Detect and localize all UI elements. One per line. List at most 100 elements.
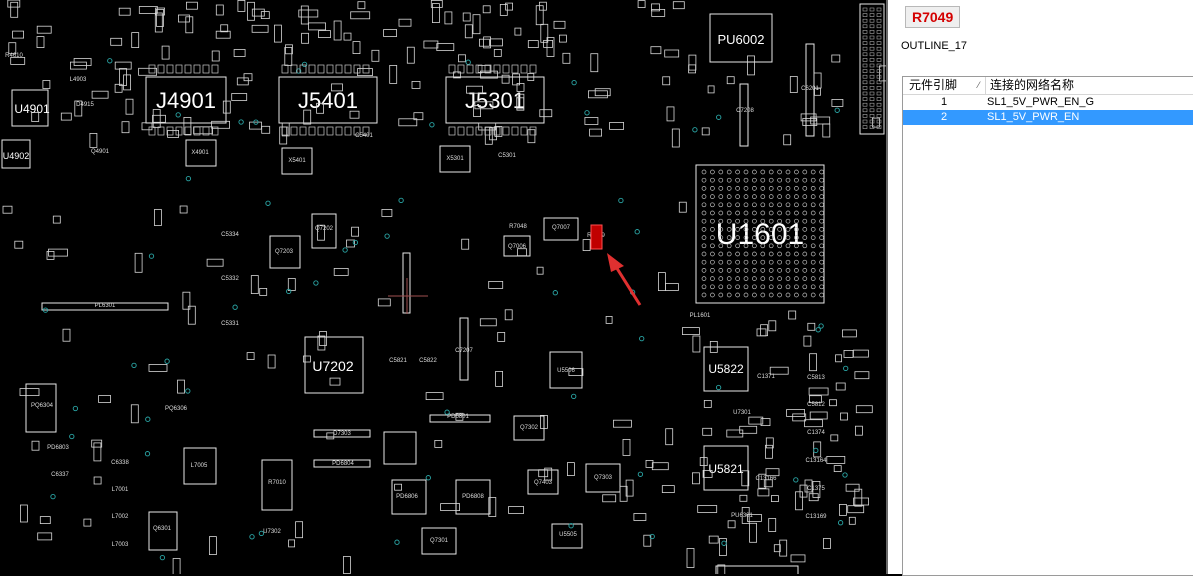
passive-component[interactable] (453, 71, 461, 79)
chip-u4902[interactable] (1, 139, 31, 169)
chip-q7301[interactable] (391, 479, 427, 515)
highlighted-component-r7049[interactable] (590, 224, 603, 250)
passive-component[interactable] (771, 495, 779, 503)
passive-component[interactable] (546, 37, 555, 57)
passive-component[interactable] (790, 554, 806, 563)
passive-component[interactable] (748, 416, 764, 425)
passive-component[interactable] (177, 14, 190, 23)
passive-component[interactable] (464, 24, 473, 39)
passive-component[interactable] (483, 36, 492, 49)
passive-component[interactable] (553, 20, 566, 29)
passive-component[interactable] (131, 32, 140, 48)
passive-component[interactable] (303, 109, 312, 125)
passive-component[interactable] (833, 465, 842, 473)
passive-component[interactable] (650, 46, 662, 55)
passive-component[interactable] (765, 437, 774, 449)
passive-component[interactable] (123, 74, 131, 91)
passive-component[interactable] (121, 121, 130, 134)
passive-component[interactable] (114, 83, 123, 93)
passive-component[interactable] (665, 428, 674, 446)
passive-component[interactable] (843, 349, 854, 358)
passive-component[interactable] (672, 1, 685, 10)
passive-component[interactable] (686, 548, 695, 568)
passive-component[interactable] (540, 414, 548, 429)
passive-component[interactable] (187, 305, 196, 325)
passive-component[interactable] (153, 209, 162, 226)
passive-component[interactable] (512, 73, 520, 86)
passive-component[interactable] (148, 363, 168, 372)
passive-component[interactable] (333, 20, 342, 41)
passive-component[interactable] (154, 12, 163, 33)
passive-component[interactable] (14, 240, 24, 249)
passive-component[interactable] (300, 5, 309, 25)
passive-component[interactable] (702, 469, 713, 478)
passive-component[interactable] (31, 440, 40, 451)
pin-net-table[interactable]: 元件引脚 ⁄ 连接的网络名称 1 SL1_5V_PWR_EN_G 2 SL1_5… (902, 76, 1193, 576)
connector-j4901[interactable] (145, 76, 227, 124)
passive-component[interactable] (664, 49, 680, 58)
passive-component[interactable] (651, 8, 666, 17)
passive-component[interactable] (505, 2, 514, 11)
passive-component[interactable] (619, 485, 628, 502)
chip-q7006[interactable] (503, 235, 531, 257)
passive-component[interactable] (156, 8, 164, 27)
passive-component[interactable] (795, 491, 803, 511)
passive-component[interactable] (31, 112, 40, 122)
passive-component[interactable] (10, 57, 26, 65)
passive-component[interactable] (527, 40, 539, 48)
chip-u5822[interactable] (703, 346, 749, 392)
pin-column-header[interactable]: 元件引脚 ⁄ (903, 77, 986, 95)
passive-component[interactable] (783, 134, 792, 146)
passive-component[interactable] (543, 40, 553, 48)
chip-r7010[interactable] (148, 511, 178, 551)
passive-component[interactable] (803, 335, 812, 347)
passive-component[interactable] (74, 100, 83, 117)
passive-component[interactable] (829, 399, 837, 407)
passive-component[interactable] (497, 331, 506, 342)
passive-component[interactable] (130, 404, 139, 424)
passive-component[interactable] (527, 73, 535, 81)
passive-component[interactable] (773, 544, 781, 553)
chip-u7301[interactable] (551, 523, 583, 549)
panel-divider[interactable] (886, 0, 888, 574)
passive-component[interactable] (42, 80, 51, 89)
passive-component[interactable] (747, 55, 755, 76)
passive-component[interactable] (377, 298, 391, 307)
passive-component[interactable] (602, 494, 617, 503)
passive-component[interactable] (295, 521, 304, 539)
chip-pq6305[interactable] (383, 431, 417, 465)
passive-component[interactable] (848, 516, 856, 525)
passive-component[interactable] (516, 83, 525, 92)
chip-x4901[interactable] (185, 139, 217, 167)
net-column-header[interactable]: 连接的网络名称 (986, 77, 1193, 95)
passive-component[interactable] (535, 5, 544, 26)
passive-component[interactable] (853, 349, 869, 358)
passive-component[interactable] (177, 379, 185, 394)
passive-component[interactable] (802, 118, 818, 126)
passive-component[interactable] (458, 54, 466, 63)
passive-component[interactable] (477, 65, 491, 73)
passive-component[interactable] (562, 52, 571, 64)
passive-component[interactable] (383, 29, 398, 37)
passive-component[interactable] (692, 472, 700, 485)
passive-component[interactable] (544, 467, 553, 481)
passive-component[interactable] (855, 405, 873, 414)
passive-component[interactable] (183, 117, 192, 135)
passive-component[interactable] (813, 441, 822, 458)
passive-component[interactable] (488, 497, 497, 517)
passive-component[interactable] (702, 427, 713, 436)
chip-q7302[interactable] (421, 527, 457, 555)
passive-component[interactable] (346, 239, 355, 248)
chip-u1601[interactable] (695, 164, 825, 304)
passive-component[interactable] (36, 25, 52, 34)
passive-component[interactable] (236, 77, 249, 86)
passive-component[interactable] (594, 88, 611, 97)
passive-component[interactable] (490, 38, 503, 47)
passive-component[interactable] (261, 125, 271, 134)
passive-component[interactable] (765, 468, 780, 477)
passive-component[interactable] (48, 248, 68, 257)
passive-component[interactable] (855, 425, 863, 436)
passive-component[interactable] (211, 120, 231, 129)
passive-component[interactable] (222, 100, 231, 114)
passive-component[interactable] (622, 438, 631, 456)
